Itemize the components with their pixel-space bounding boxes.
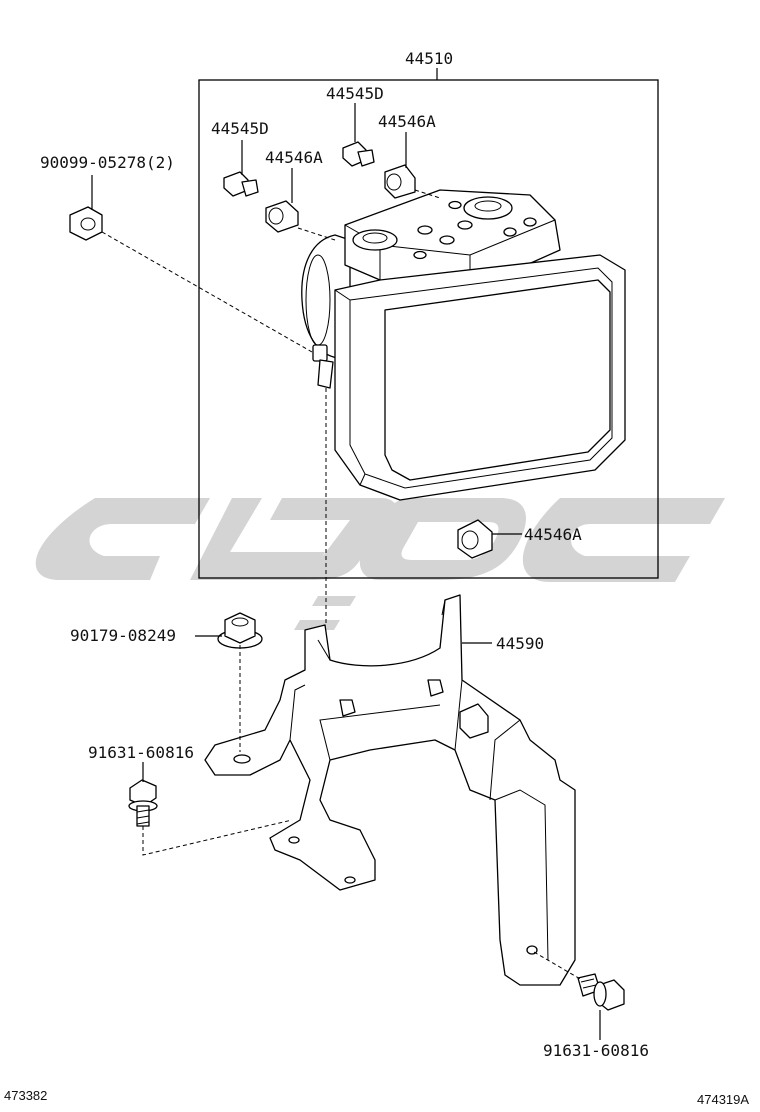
leader-lines bbox=[91, 68, 601, 1040]
grommet-44546a-right bbox=[457, 519, 493, 559]
footer-left-code: 473382 bbox=[4, 1088, 47, 1103]
label-90099-05278: 90099-05278(2) bbox=[40, 153, 175, 172]
label-44590: 44590 bbox=[496, 634, 544, 653]
grommet-44546a-left bbox=[265, 200, 299, 233]
nut-90099-05278 bbox=[69, 206, 103, 241]
label-44545d-top: 44545D bbox=[326, 84, 384, 103]
assembly-frame bbox=[198, 79, 659, 579]
label-44545d-left: 44545D bbox=[211, 119, 269, 138]
bolt-91631-60816-left bbox=[128, 779, 158, 827]
watermark-logo bbox=[35, 498, 725, 630]
label-44546a-left: 44546A bbox=[265, 148, 323, 167]
label-91631-60816-left: 91631-60816 bbox=[88, 743, 194, 762]
abs-actuator-unit bbox=[301, 189, 626, 501]
bolt-44545d-left bbox=[223, 171, 259, 197]
label-44546a-top: 44546A bbox=[378, 112, 436, 131]
nut-90179-08249 bbox=[217, 612, 263, 649]
grommet-44546a-top bbox=[384, 164, 416, 199]
dashed-assembly-lines bbox=[101, 189, 583, 981]
bolt-44545d-top bbox=[342, 141, 375, 167]
label-44510: 44510 bbox=[405, 49, 453, 68]
footer-right-code: 474319A bbox=[697, 1092, 749, 1107]
label-44546a-right: 44546A bbox=[524, 525, 582, 544]
bracket-44590 bbox=[204, 594, 576, 986]
bolt-91631-60816-right bbox=[577, 973, 625, 1011]
label-91631-60816-right: 91631-60816 bbox=[543, 1041, 649, 1060]
label-90179-08249: 90179-08249 bbox=[70, 626, 176, 645]
